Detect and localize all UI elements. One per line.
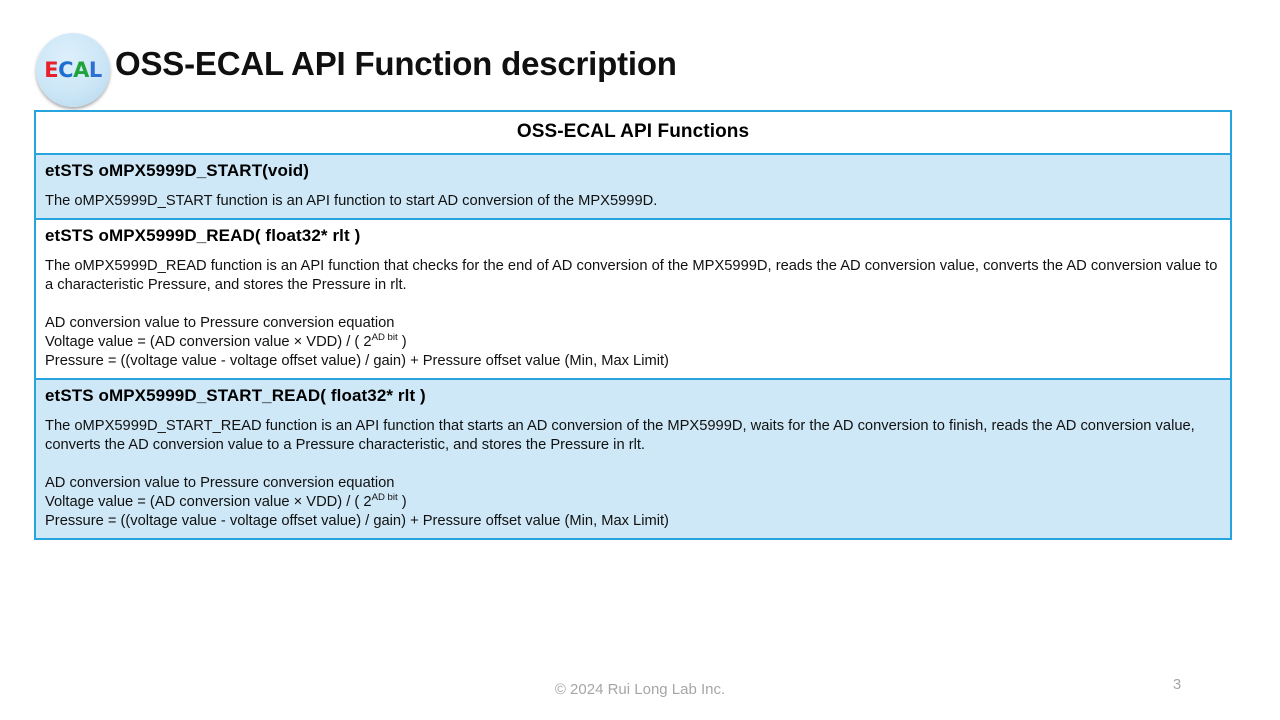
logo-wordmark: ECAL — [44, 57, 102, 82]
footer-copyright: © 2024 Rui Long Lab Inc. — [554, 681, 726, 698]
equation-voltage: Voltage value = (AD conversion value × V… — [45, 333, 1222, 352]
table-row: etSTS oMPX5999D_READ( float32* rlt ) The… — [36, 220, 1230, 380]
equation-heading: AD conversion value to Pressure conversi… — [45, 475, 395, 491]
function-description: The oMPX5999D_START function is an API f… — [45, 193, 658, 209]
page-title: OSS-ECAL API Function description — [115, 45, 677, 82]
slide-page-number: 3 — [1172, 676, 1182, 693]
logo-letter-l: L — [88, 57, 102, 82]
paragraph-spacer — [45, 295, 1222, 314]
equation-voltage-superscript: AD bit — [371, 492, 398, 504]
function-signature: etSTS oMPX5999D_START_READ( float32* rlt… — [45, 386, 426, 405]
table-header-cell: OSS-ECAL API Functions — [36, 112, 1230, 155]
equation-voltage-superscript: AD bit — [371, 332, 398, 344]
table-row: etSTS oMPX5999D_START_READ( float32* rlt… — [36, 380, 1230, 538]
equation-voltage-prefix: Voltage value = (AD conversion value × V… — [45, 494, 372, 510]
logo-letter-c: C — [58, 57, 74, 82]
equation-voltage-suffix: ) — [397, 494, 407, 510]
function-description: The oMPX5999D_READ function is an API fu… — [45, 258, 1218, 293]
api-function-table: OSS-ECAL API Functions etSTS oMPX5999D_S… — [34, 110, 1232, 540]
equation-pressure: Pressure = ((voltage value - voltage off… — [45, 353, 669, 369]
paragraph-spacer — [45, 455, 1222, 474]
slide-header: ECAL OSS-ECAL API Function description — [0, 0, 1280, 107]
logo-letter-e: E — [44, 57, 59, 82]
equation-pressure: Pressure = ((voltage value - voltage off… — [45, 513, 669, 529]
equation-voltage-prefix: Voltage value = (AD conversion value × V… — [45, 334, 372, 350]
equation-voltage-suffix: ) — [397, 334, 407, 350]
function-description-block: The oMPX5999D_START_READ function is an … — [45, 417, 1222, 531]
function-signature: etSTS oMPX5999D_START(void) — [45, 161, 310, 180]
table-row: etSTS oMPX5999D_START(void) The oMPX5999… — [36, 155, 1230, 220]
equation-voltage: Voltage value = (AD conversion value × V… — [45, 493, 1222, 512]
function-description-block: The oMPX5999D_START function is an API f… — [45, 192, 1222, 211]
logo-circle: ECAL — [36, 33, 110, 107]
function-description-block: The oMPX5999D_READ function is an API fu… — [45, 257, 1222, 371]
logo-letter-a: A — [73, 57, 89, 82]
function-description: The oMPX5999D_START_READ function is an … — [45, 418, 1195, 453]
function-signature: etSTS oMPX5999D_READ( float32* rlt ) — [45, 226, 361, 245]
equation-heading: AD conversion value to Pressure conversi… — [45, 315, 395, 331]
ecal-logo: ECAL — [36, 33, 110, 107]
